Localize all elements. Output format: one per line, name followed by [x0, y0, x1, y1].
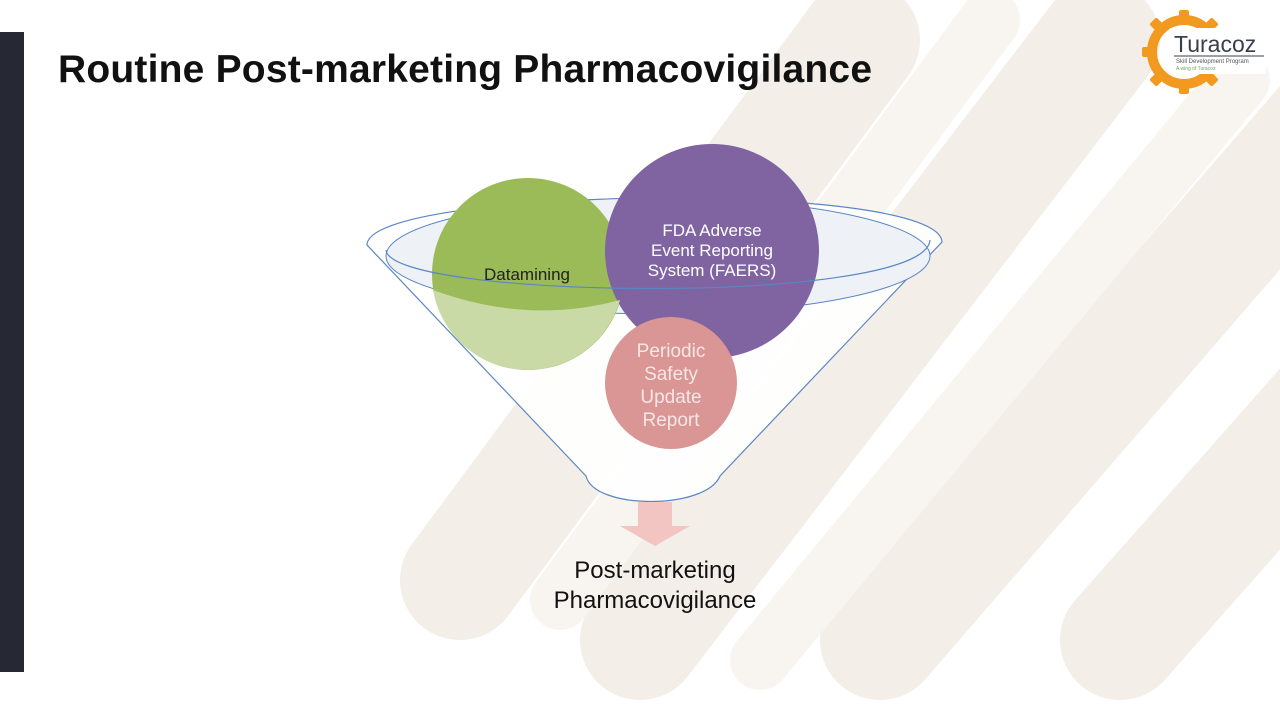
turacoz-logo: Turacoz Skill Development Program A wing… — [1142, 10, 1266, 94]
slide-title: Routine Post-marketing Pharmacovigilance — [58, 48, 873, 91]
output-label-line1: Post-marketing — [574, 557, 736, 584]
faers-circle — [605, 144, 819, 358]
faers-label-line1: FDA Adverse — [662, 221, 761, 240]
funnel-front-rim — [385, 239, 931, 290]
datamining-lower-half — [433, 290, 620, 370]
psur-label-line3: Update — [640, 387, 701, 408]
side-accent-bar — [0, 32, 24, 672]
datamining-label: Datamining — [484, 265, 570, 284]
faers-label-line3: System (FAERS) — [648, 261, 776, 280]
logo-subline: A wing of Turacoz — [1176, 66, 1216, 72]
psur-label-line1: Periodic — [637, 341, 706, 362]
output-label-line2: Pharmacovigilance — [553, 587, 757, 614]
logo-brand: Turacoz — [1174, 31, 1256, 57]
psur-circle — [605, 317, 737, 449]
psur-label-line2: Safety — [644, 364, 698, 385]
down-arrow-icon — [620, 502, 690, 546]
logo-tagline: Skill Development Program — [1176, 59, 1249, 65]
psur-label-line4: Report — [642, 410, 700, 431]
faers-label-line2: Event Reporting — [651, 241, 773, 260]
